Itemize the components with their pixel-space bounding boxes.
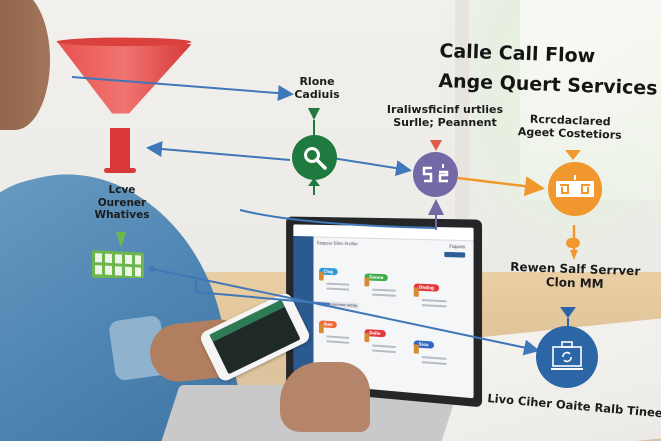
label-line: Whatives [94, 209, 150, 222]
self-serve-label: Rewen Salf Serrver Clon MM [500, 259, 651, 293]
label-line: Rlone [299, 75, 335, 88]
lime-triangle-marker [116, 232, 126, 248]
label-line: Surlle; Peannent [393, 116, 497, 130]
blue-triangle-marker [560, 307, 576, 318]
laptop-sync-icon [551, 341, 583, 370]
routing-label: Iraliwsficinf urtlies Surlle; Peannent [380, 103, 510, 129]
routing-node[interactable] [413, 152, 458, 197]
page-title: Calle Call Flow Ange Quert Services [438, 36, 659, 104]
funnel-icon [56, 37, 192, 114]
green-triangle-marker [308, 108, 320, 120]
phone-cadiuis-node[interactable] [292, 135, 337, 180]
agent-stations-node[interactable] [548, 162, 602, 216]
live-owner-label: Lcve Ourener Whatives [84, 184, 160, 222]
label-line: Iraliwsficinf urtlies [386, 103, 504, 116]
right-hand [280, 362, 370, 432]
grid-icon[interactable] [92, 250, 144, 278]
label-line: Ourener [97, 196, 147, 209]
agent-connector [566, 238, 580, 248]
label-line: Lcve [108, 184, 136, 196]
agent-stations-icon [556, 175, 594, 197]
phone-cadiuis-label: Rlone Cadiuis [282, 75, 352, 101]
funnel-base [104, 168, 136, 173]
label-line: Cadiuis [294, 88, 340, 102]
agent-stations-label: Rcrcdaclared Ageet Costetiors [505, 112, 636, 143]
red-triangle-marker [430, 140, 442, 151]
funnel-stem [110, 128, 130, 170]
search-icon [303, 146, 327, 170]
self-serve-node[interactable] [536, 326, 598, 388]
routing-icon [422, 163, 448, 182]
orange-triangle-marker [565, 150, 581, 160]
